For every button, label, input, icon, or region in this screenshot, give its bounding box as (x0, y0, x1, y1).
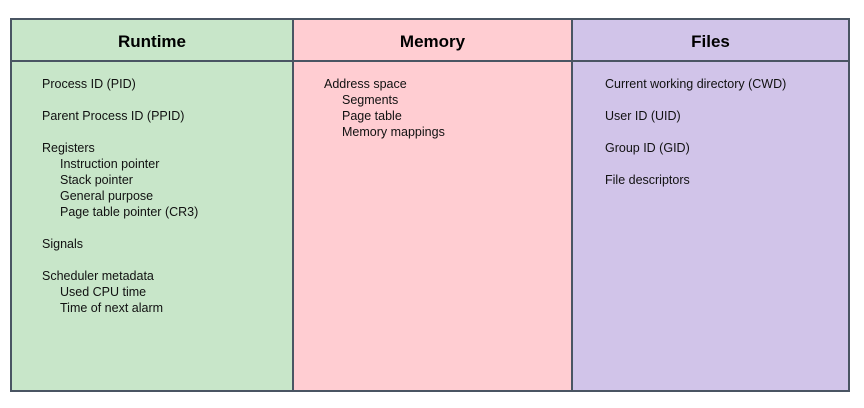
group-label: File descriptors (605, 173, 690, 187)
group-label: Group ID (GID) (605, 141, 690, 155)
group-item: Time of next alarm (60, 301, 164, 315)
runtime-column-title: Runtime (12, 20, 292, 62)
runtime-group-ppid: Parent Process ID (PPID) (42, 108, 292, 124)
runtime-group-signals: Signals (42, 236, 292, 252)
files-group-cwd: Current working directory (CWD) (605, 76, 848, 92)
files-column-title: Files (573, 20, 848, 62)
runtime-group-pid: Process ID (PID) (42, 76, 292, 92)
group-item: Used CPU time (60, 285, 147, 299)
group-item: Segments (342, 93, 399, 107)
memory-column-title: Memory (294, 20, 571, 62)
group-label: Current working directory (CWD) (605, 77, 787, 91)
group-item: Page table pointer (CR3) (60, 205, 199, 219)
files-group-gid: Group ID (GID) (605, 140, 848, 156)
runtime-group-scheduler: Scheduler metadata Used CPU time Time of… (42, 268, 292, 316)
memory-column-body: Address space Segments Page table Memory… (294, 62, 571, 390)
runtime-column-body: Process ID (PID) Parent Process ID (PPID… (12, 62, 292, 390)
group-item: Stack pointer (60, 173, 133, 187)
group-label: Parent Process ID (PPID) (42, 109, 185, 123)
memory-column: Memory Address space Segments Page table… (292, 20, 571, 390)
group-label: Scheduler metadata (42, 269, 154, 283)
group-item: Page table (342, 109, 402, 123)
group-item: Memory mappings (342, 125, 445, 139)
runtime-column: Runtime Process ID (PID) Parent Process … (12, 20, 292, 390)
group-label: Signals (42, 237, 83, 251)
runtime-group-registers: Registers Instruction pointer Stack poin… (42, 140, 292, 220)
group-label: Address space (324, 77, 407, 91)
files-column-body: Current working directory (CWD) User ID … (573, 62, 848, 390)
memory-group-address-space: Address space Segments Page table Memory… (324, 76, 571, 140)
group-item: Instruction pointer (60, 157, 160, 171)
group-label: User ID (UID) (605, 109, 681, 123)
files-column: Files Current working directory (CWD) Us… (571, 20, 848, 390)
process-state-diagram: Runtime Process ID (PID) Parent Process … (10, 18, 850, 392)
files-group-uid: User ID (UID) (605, 108, 848, 124)
files-group-fds: File descriptors (605, 172, 848, 188)
group-label: Process ID (PID) (42, 77, 136, 91)
group-item: General purpose (60, 189, 154, 203)
group-label: Registers (42, 141, 95, 155)
